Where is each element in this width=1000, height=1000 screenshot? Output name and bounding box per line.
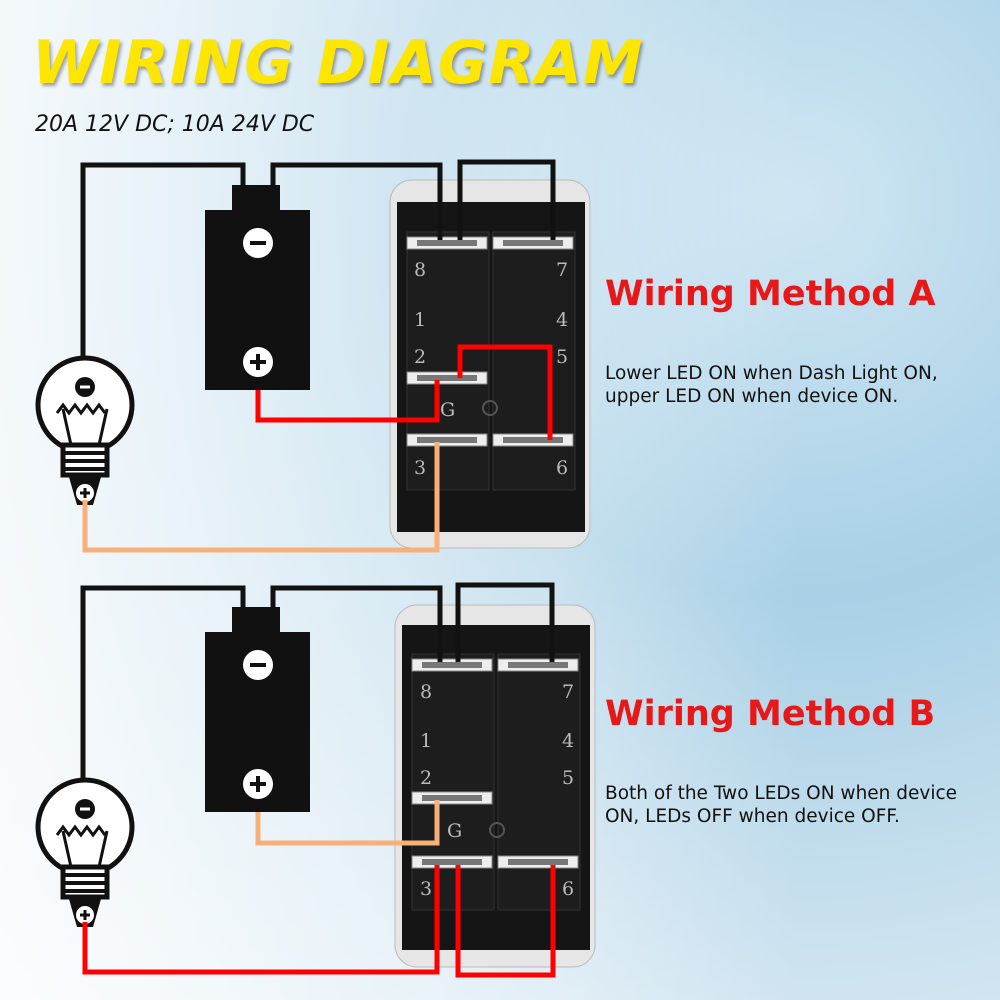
light-bulb-icon	[38, 358, 132, 505]
svg-text:3: 3	[420, 878, 432, 900]
svg-text:8: 8	[420, 681, 432, 703]
diagram-method-b: 8 7 1 4 2 5 G 3 6	[38, 582, 596, 978]
svg-text:1: 1	[414, 309, 426, 331]
svg-text:G: G	[447, 820, 462, 842]
method-a-heading: Wiring Method A	[605, 274, 936, 314]
battery-icon	[203, 605, 312, 814]
svg-text:7: 7	[556, 259, 568, 281]
svg-text:5: 5	[562, 767, 574, 789]
svg-text:6: 6	[562, 878, 574, 900]
svg-text:8: 8	[414, 259, 426, 281]
method-a-description: Lower LED ON when Dash Light ON, upper L…	[605, 363, 938, 407]
battery-icon	[203, 183, 312, 392]
page-title: WIRING DIAGRAM	[32, 28, 644, 98]
svg-text:3: 3	[414, 457, 426, 479]
svg-text:2: 2	[420, 767, 432, 789]
svg-text:1: 1	[420, 730, 432, 752]
svg-text:7: 7	[562, 681, 574, 703]
light-bulb-icon	[38, 780, 132, 927]
method-b-heading: Wiring Method B	[605, 694, 936, 734]
svg-text:G: G	[440, 399, 455, 421]
svg-text:6: 6	[556, 457, 568, 479]
svg-text:4: 4	[562, 730, 574, 752]
diagram-method-a: 8 7 1 4 2 5 G 3 6	[38, 159, 591, 553]
svg-text:4: 4	[556, 309, 568, 331]
method-b-description: Both of the Two LEDs ON when device ON, …	[605, 783, 958, 827]
svg-text:5: 5	[556, 346, 568, 368]
svg-text:2: 2	[414, 346, 426, 368]
rating-subtitle: 20A 12V DC; 10A 24V DC	[35, 112, 315, 137]
